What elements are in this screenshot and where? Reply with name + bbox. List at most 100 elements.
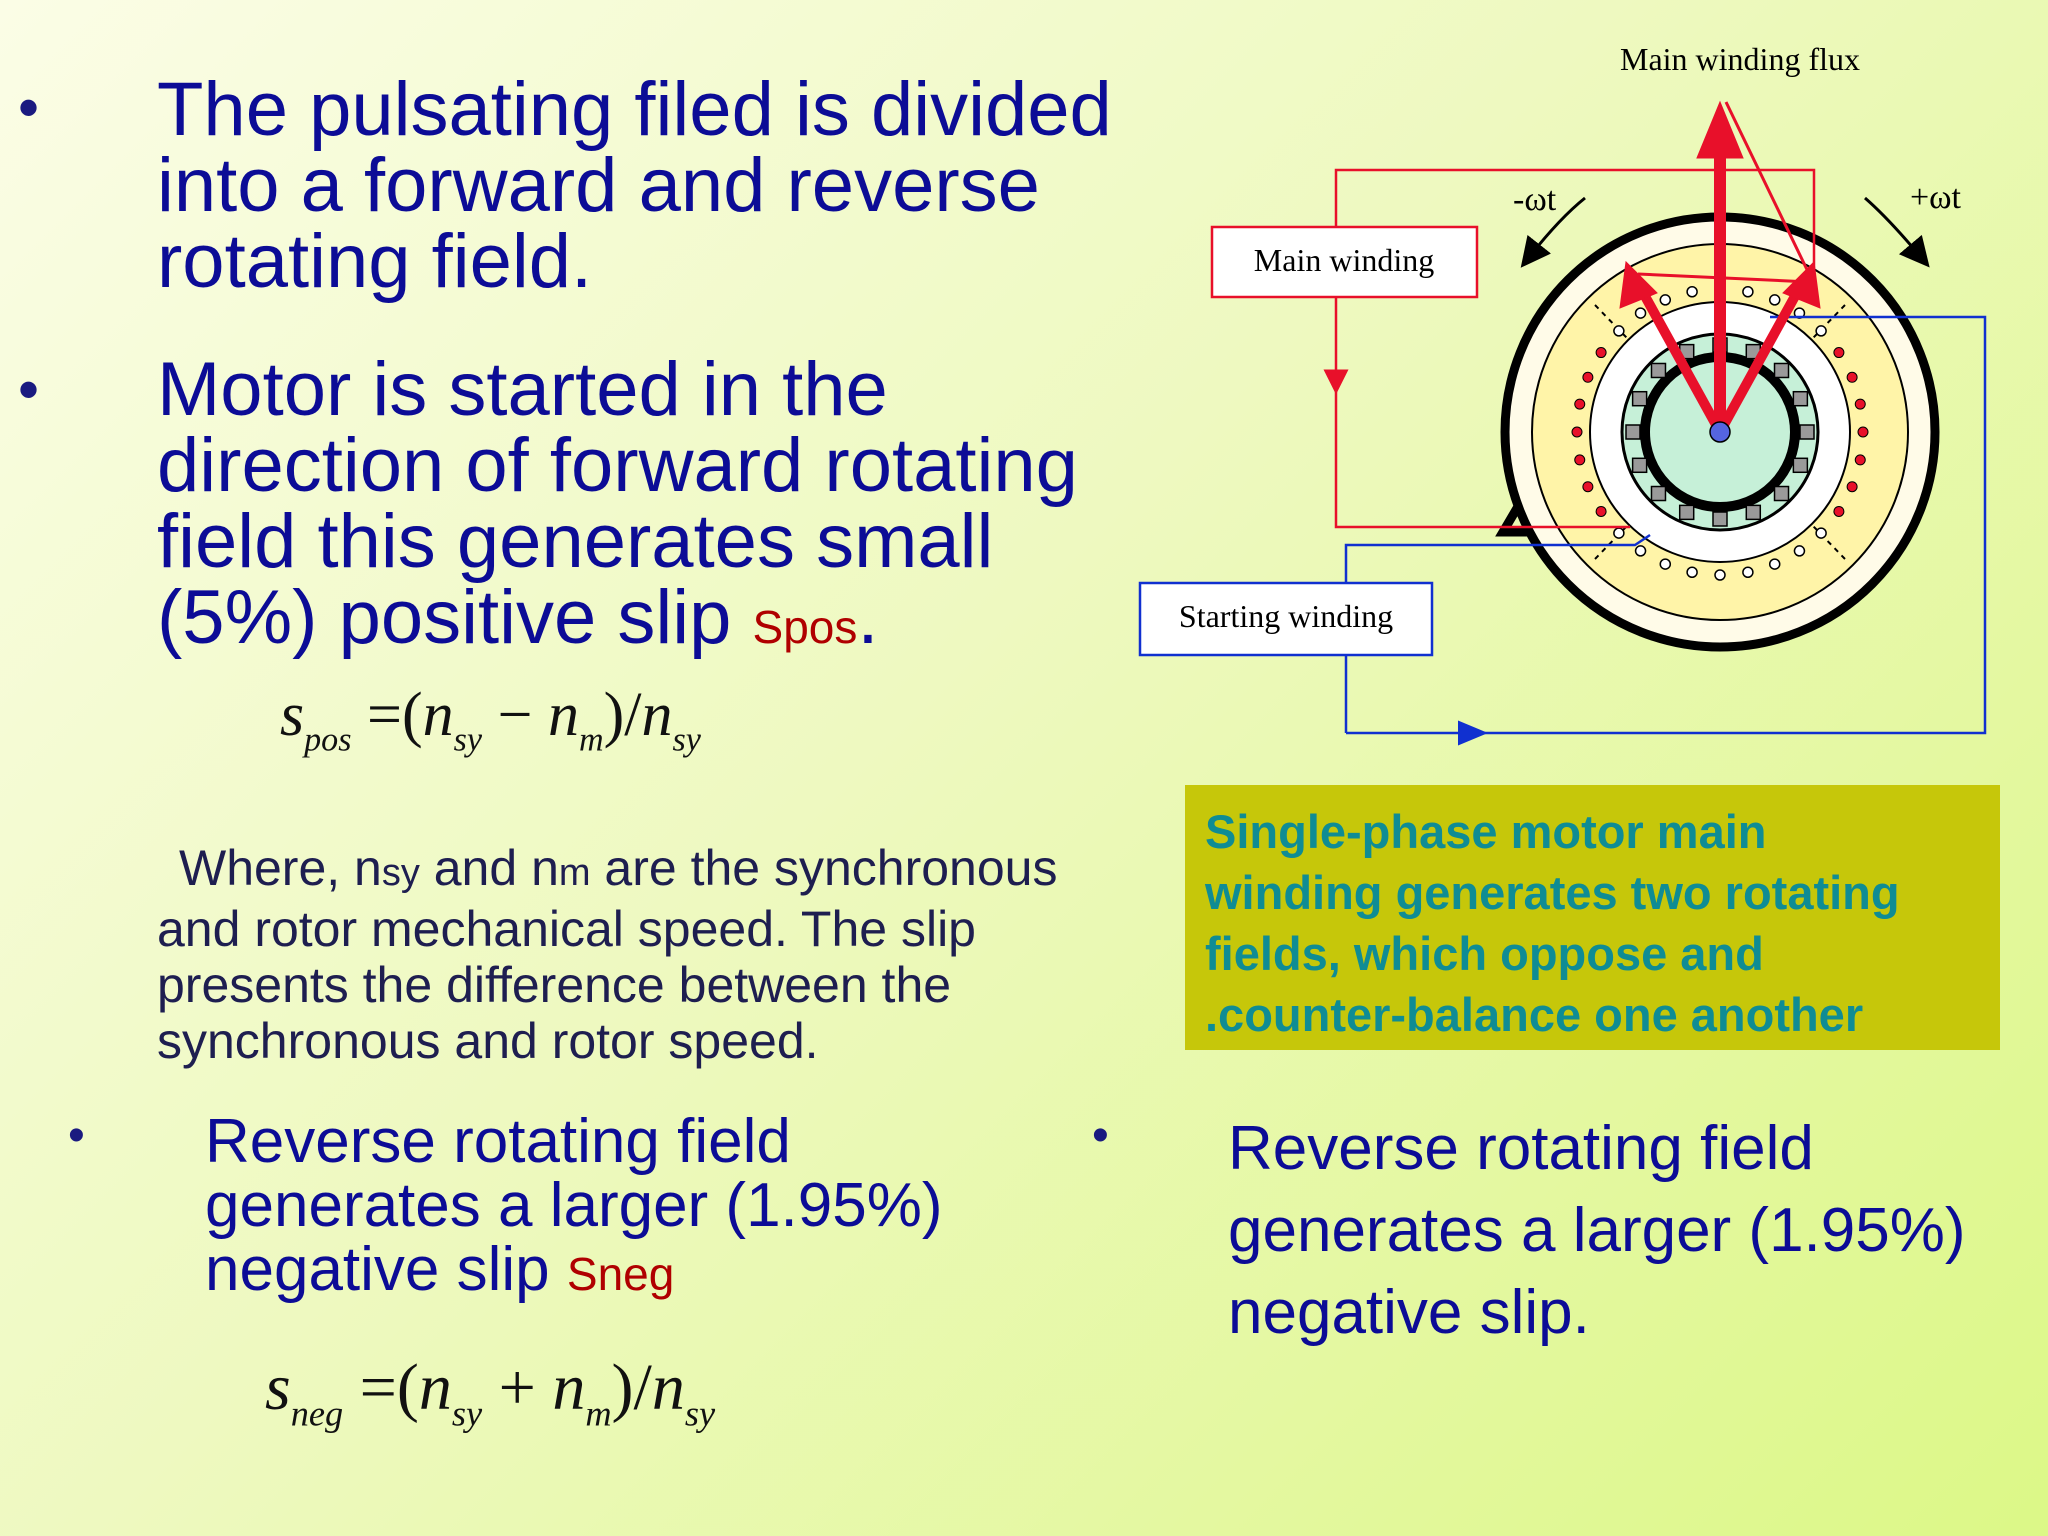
formula-sub: sy (672, 721, 701, 759)
formula-sub: sy (453, 721, 482, 759)
where-text: Where, n (179, 840, 382, 896)
flux-arrows (1619, 100, 1821, 435)
formula-op: − (497, 681, 533, 749)
starting-winding-dot (1768, 294, 1781, 306)
main-winding-dot (1574, 454, 1586, 466)
formula-paren: ) (611, 1351, 634, 1424)
main-winding-dot (1833, 347, 1845, 359)
formula-var: n (552, 1351, 586, 1424)
formula-var: n (547, 681, 579, 749)
rotor-bar (1631, 457, 1648, 474)
starting-winding-label: Starting winding (1179, 598, 1393, 634)
formula-var: n (418, 1351, 452, 1424)
main-winding-dot (1582, 371, 1594, 383)
formula-slash: / (633, 1351, 652, 1424)
main-winding-dot (1857, 426, 1869, 438)
starting-winding-dot (1613, 325, 1625, 337)
starting-winding-dot (1613, 527, 1625, 539)
spos-label: Spos (752, 601, 858, 653)
reverse-right-line-1: Reverse rotating field (1228, 1114, 1814, 1183)
starting-winding-dot (1659, 558, 1672, 570)
starting-winding-dot (1768, 558, 1781, 570)
bullet-marker: • (68, 1109, 85, 1162)
where-line-1: Where, nsy and nm are the synchronous (157, 840, 1187, 901)
formula-paren: ( (396, 1351, 419, 1424)
formula-negative-slip: sneg =(nsy + nm)/nsy (265, 1350, 715, 1434)
note-line-2: winding generates two rotating (1205, 866, 1900, 919)
where-line-2: and rotor mechanical speed. The slip (157, 901, 976, 957)
sneg-label: Sneg (566, 1248, 675, 1300)
where-line-3: presents the difference between the (157, 957, 952, 1013)
formula-var: n (651, 1351, 685, 1424)
rotor-bar (1745, 504, 1762, 521)
starting-winding-dot (1686, 285, 1698, 298)
main-winding-dot (1854, 454, 1866, 466)
note-box: Single-phase motor main winding generate… (1185, 785, 2000, 1050)
main-winding-box (1210, 225, 1479, 299)
main-winding-circuit (1323, 168, 1816, 529)
formula-sub: m (585, 1393, 612, 1434)
rotor-bar (1773, 362, 1790, 379)
bullet-motor-started-text: Motor is started in the direction of for… (157, 347, 1078, 660)
main-winding-conductors (1571, 347, 1869, 517)
main-winding-dot (1833, 505, 1845, 517)
rotor-bar (1631, 390, 1648, 407)
rotor-bar (1799, 424, 1815, 440)
where-text: are the synchronous (590, 840, 1058, 896)
starting-winding-dot (1793, 545, 1806, 557)
formula-eq: = (359, 1351, 397, 1424)
rotor-center (1709, 421, 1731, 443)
starting-winding-box (1138, 581, 1434, 657)
reverse-right-line-3: negative slip. (1228, 1278, 1590, 1347)
starting-winding-circuit (1344, 315, 1987, 746)
bullet-pulsating-field: The pulsating filed is divided into a fo… (157, 67, 1112, 304)
starting-winding-conductors (1613, 283, 1827, 581)
formula-var: s (280, 681, 305, 749)
formula-paren: ) (603, 681, 625, 749)
formula-slash: / (624, 681, 642, 749)
bullet-marker: • (18, 356, 40, 423)
where-sub-sy: sy (381, 852, 420, 894)
main-winding-dot (1595, 505, 1607, 517)
rotor-bar (1712, 511, 1728, 527)
reverse-left-line-2: generates a larger (1.95%) (205, 1171, 943, 1240)
starting-winding-dot (1742, 566, 1754, 579)
bullet-marker: • (18, 74, 40, 141)
main-winding-dot (1582, 481, 1594, 493)
formula-eq: = (366, 681, 402, 749)
starting-winding-dot (1686, 566, 1698, 579)
pos-rotation-arrow (1864, 196, 1930, 268)
main-winding-label: Main winding (1254, 242, 1434, 278)
formula-sub: neg (290, 1393, 344, 1434)
reverse-right-line-2: generates a larger (1.95%) (1228, 1196, 1966, 1265)
reverse-left-line-3: negative slip Sneg (205, 1238, 943, 1306)
main-winding-dot (1574, 398, 1586, 410)
formula-sub: m (578, 721, 604, 759)
starting-winding-dot (1742, 285, 1754, 298)
main-winding-dot (1595, 347, 1607, 359)
bullet-marker: • (1092, 1109, 1109, 1162)
reverse-left-text: negative slip (205, 1235, 550, 1304)
formula-sub: sy (684, 1393, 716, 1434)
formula-sub: pos (304, 721, 352, 759)
where-sub-m: m (558, 852, 591, 894)
rotor-bars (1625, 337, 1815, 527)
rotor-bar (1650, 362, 1667, 379)
pos-omega-t-label: +ωt (1910, 179, 1962, 216)
note-line-3: fields, which oppose and (1205, 927, 1764, 980)
where-line-4: synchronous and rotor speed. (157, 1013, 819, 1069)
rotor-bar (1773, 485, 1790, 502)
main-winding-dot (1846, 371, 1858, 383)
bullet-motor-started: Motor is started in the direction of for… (157, 352, 1147, 665)
bullet-reverse-right: Reverse rotating field generates a large… (1228, 1108, 1966, 1354)
main-winding-flux-label: Main winding flux (1620, 41, 1860, 77)
where-paragraph: Where, nsy and nm are the synchronous an… (157, 840, 1187, 1069)
starting-winding-dot (1634, 307, 1647, 319)
starting-winding-dot (1714, 569, 1726, 581)
formula-var: s (265, 1351, 291, 1424)
rotor-bar (1792, 390, 1809, 407)
neg-rotation-arrow (1520, 196, 1586, 268)
main-winding-dot (1846, 481, 1858, 493)
formula-var: n (422, 681, 454, 749)
motor-diagram: Main winding Starting winding Main windi… (1138, 41, 1987, 746)
